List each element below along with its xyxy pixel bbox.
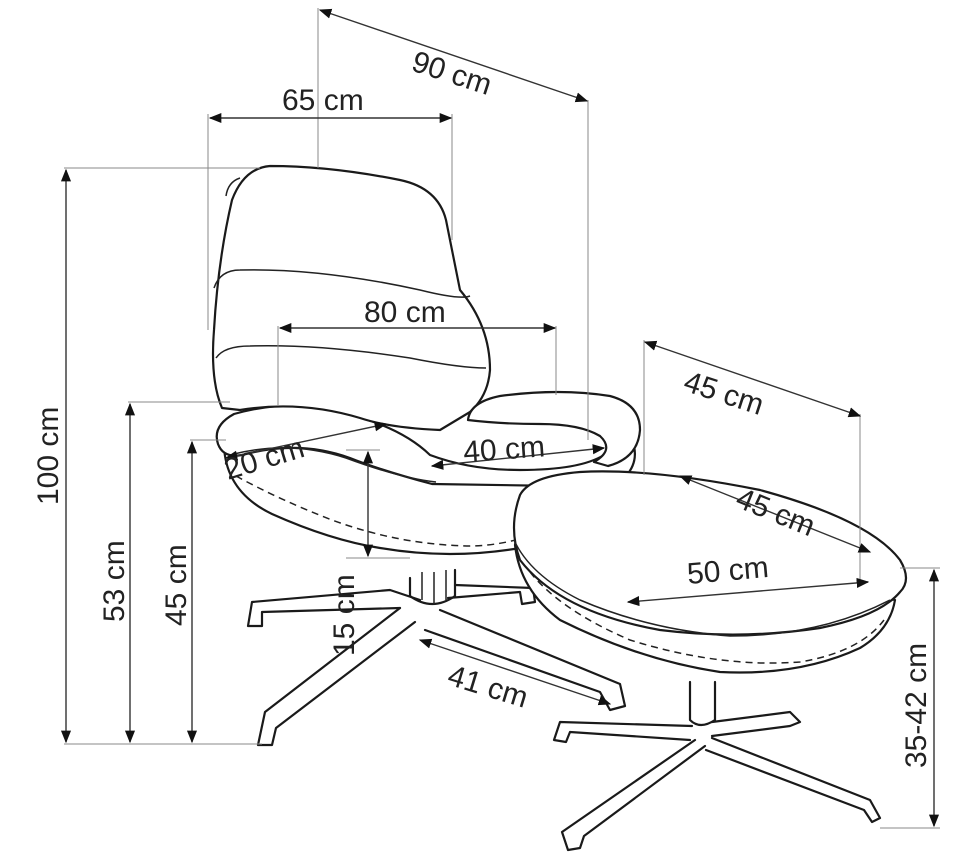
dim-line-ottoman-depth-top: [678, 475, 872, 553]
label-seat-height: 45 cm: [160, 544, 193, 626]
label-base-leg: 41 cm: [444, 659, 532, 714]
label-ottoman-depth-outer: 45 cm: [680, 365, 768, 422]
ottoman: [512, 470, 908, 852]
label-seat-cushion-height: 15 cm: [328, 574, 361, 656]
chair-armrest-right: [466, 390, 642, 468]
label-width-armrests: 80 cm: [364, 296, 446, 329]
label-seat-width: 40 cm: [462, 430, 546, 469]
chair-backrest: [211, 164, 492, 432]
dimension-labels: 90 cm 65 cm 80 cm 100 cm 53 cm 45 cm 20 …: [32, 45, 933, 768]
label-depth-total: 90 cm: [408, 45, 496, 102]
label-armrest-height: 53 cm: [98, 540, 131, 622]
label-ottoman-height: 35-42 cm: [900, 643, 933, 768]
label-height-total: 100 cm: [32, 407, 65, 505]
dim-line-depth-total: [318, 8, 589, 103]
dim-line-ottoman-width-top: [626, 577, 870, 607]
dim-line-base-leg: [418, 638, 612, 706]
dim-line-ottoman-depth-outer: [643, 340, 862, 418]
dim-line-seat-width: [430, 444, 606, 470]
dim-line-armrest-width: [224, 421, 388, 461]
label-width-chair: 65 cm: [282, 84, 364, 117]
label-ottoman-width-top: 50 cm: [686, 551, 770, 591]
dimension-lines: [60, 8, 940, 828]
